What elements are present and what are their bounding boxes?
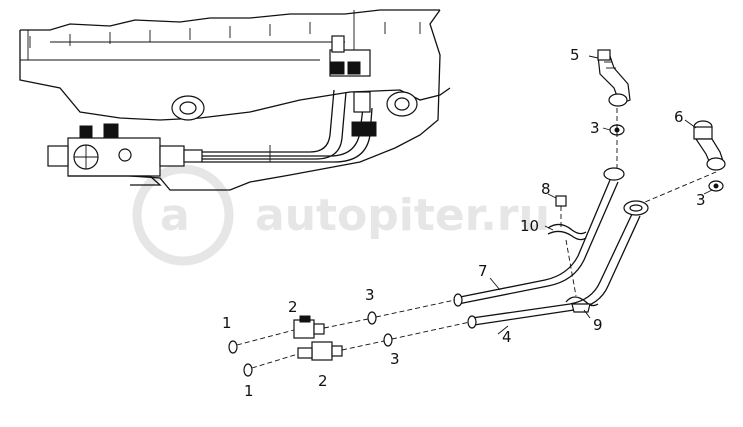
watermark: a autopiter.ru — [132, 164, 550, 266]
washer-hole-6 — [713, 183, 719, 189]
callout-3-elbow-5: 3 — [590, 119, 600, 137]
callout-3-upper-left: 3 — [365, 286, 375, 304]
watermark-text: autopiter.ru — [255, 190, 550, 241]
engine-oil-lines — [202, 89, 373, 163]
callout-1-lower: 1 — [244, 382, 254, 400]
washer-1-upper — [228, 340, 238, 354]
callout-2-lower: 2 — [318, 372, 328, 390]
bolt-8 — [555, 195, 567, 228]
callout-3-elbow-6: 3 — [696, 191, 706, 209]
watermark-logo-mark: a — [160, 190, 190, 241]
leader-lines — [489, 55, 713, 335]
washer-3-upper — [367, 311, 377, 325]
engine-oil-pan — [19, 9, 451, 191]
elbow-fitting-6 — [693, 120, 726, 171]
callout-6: 6 — [674, 108, 684, 126]
fitting-2-lower — [297, 341, 343, 361]
upper-bracket — [329, 10, 377, 137]
fitting-2-upper — [293, 315, 325, 339]
callout-4: 4 — [502, 328, 512, 346]
callout-9: 9 — [593, 316, 603, 334]
clamp-10 — [547, 223, 587, 241]
callout-3-lower-left: 3 — [390, 350, 400, 368]
elbow-fitting-5 — [597, 49, 631, 107]
assembly-line-elbow-6 — [637, 171, 717, 206]
washer-3-lower — [383, 333, 393, 347]
callout-7: 7 — [478, 262, 488, 280]
assembly-lines-lower — [236, 299, 471, 369]
callout-2-upper: 2 — [288, 298, 298, 316]
callout-5: 5 — [570, 46, 580, 64]
pump-assembly — [47, 123, 203, 186]
callout-8: 8 — [541, 180, 551, 198]
washer-1-lower — [243, 363, 253, 377]
pipe-7 — [453, 167, 625, 307]
callout-10: 10 — [520, 217, 539, 235]
clamp-9 — [565, 239, 599, 313]
callout-1-upper: 1 — [222, 314, 232, 332]
